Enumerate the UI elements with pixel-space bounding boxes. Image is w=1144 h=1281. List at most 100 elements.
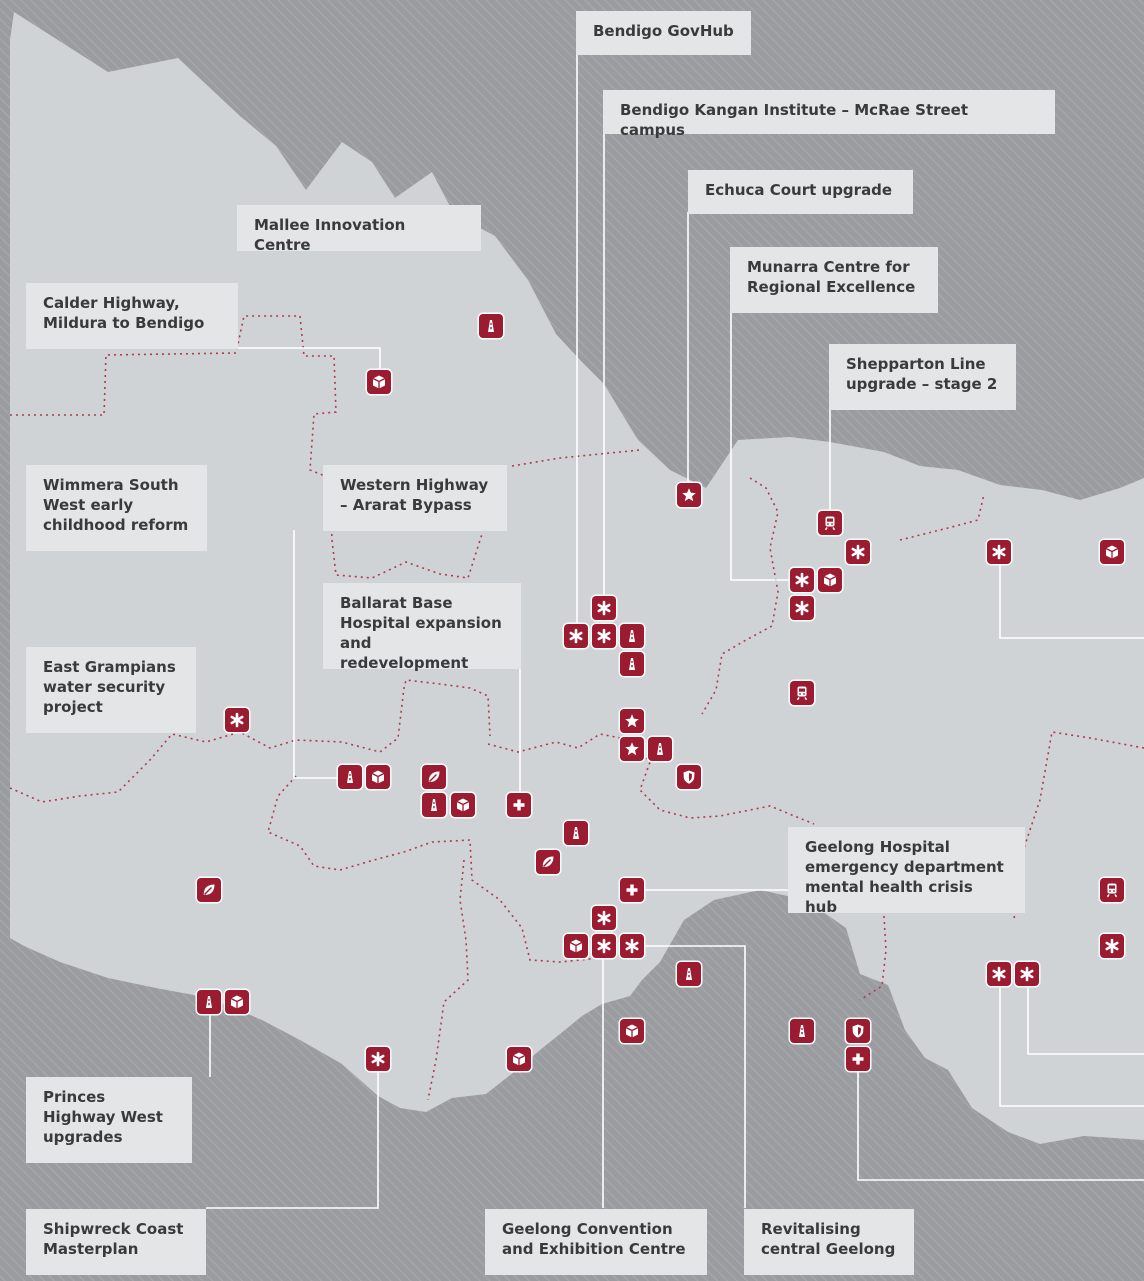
bay-water <box>646 932 822 1016</box>
road-icon <box>629 630 635 642</box>
package-icon <box>823 573 837 587</box>
project-marker-asterisk[interactable] <box>592 624 616 648</box>
plus-icon <box>852 1053 864 1065</box>
package-icon <box>512 1052 526 1066</box>
asterisk-icon <box>795 572 809 588</box>
project-marker-road[interactable] <box>422 793 446 817</box>
project-marker-plus[interactable] <box>846 1047 870 1071</box>
project-marker-asterisk[interactable] <box>790 596 814 620</box>
project-marker-road[interactable] <box>479 314 503 338</box>
shield-icon <box>683 770 695 784</box>
road-icon <box>431 799 437 811</box>
label-grampians: East Grampians water security project <box>26 647 196 733</box>
project-marker-package[interactable] <box>1100 540 1124 564</box>
package-icon <box>569 939 583 953</box>
road-icon <box>573 827 579 839</box>
leaf-icon <box>542 856 554 868</box>
leaf-icon <box>203 884 215 896</box>
package-icon <box>372 375 386 389</box>
project-marker-leaf[interactable] <box>197 878 221 902</box>
star-icon <box>625 742 639 756</box>
project-marker-road[interactable] <box>620 624 644 648</box>
package-icon <box>1105 545 1119 559</box>
project-marker-asterisk[interactable] <box>592 934 616 958</box>
project-marker-star[interactable] <box>620 737 644 761</box>
project-marker-star[interactable] <box>620 709 644 733</box>
label-western-hwy: Western Highway – Ararat Bypass <box>323 465 507 531</box>
package-icon <box>371 770 385 784</box>
label-calder: Calder Highway, Mildura to Bendigo <box>26 283 238 349</box>
project-marker-train[interactable] <box>818 511 842 535</box>
label-mallee: Mallee Innovation Centre <box>237 205 481 254</box>
asterisk-icon <box>1105 938 1119 954</box>
project-marker-asterisk[interactable] <box>592 906 616 930</box>
project-marker-package[interactable] <box>564 934 588 958</box>
label-revitalising: Revitalising central Geelong <box>744 1209 914 1275</box>
label-geelong-hospital: Geelong Hospital emergency department me… <box>788 827 1025 916</box>
asterisk-icon <box>1020 966 1034 982</box>
project-marker-plus[interactable] <box>620 878 644 902</box>
project-marker-asterisk[interactable] <box>592 596 616 620</box>
coast-inlet <box>860 1120 1144 1281</box>
project-marker-plus[interactable] <box>507 793 531 817</box>
road-icon <box>629 658 635 670</box>
asterisk-icon <box>992 544 1006 560</box>
project-marker-shield[interactable] <box>846 1019 870 1043</box>
project-marker-asterisk[interactable] <box>366 1047 390 1071</box>
package-icon <box>230 995 244 1009</box>
plus-icon <box>513 799 525 811</box>
project-marker-asterisk[interactable] <box>1015 962 1039 986</box>
road-icon <box>206 996 212 1008</box>
road-icon <box>347 771 353 783</box>
project-marker-road[interactable] <box>197 990 221 1014</box>
project-marker-package[interactable] <box>451 793 475 817</box>
project-marker-package[interactable] <box>367 370 391 394</box>
project-marker-road[interactable] <box>564 821 588 845</box>
project-marker-asterisk[interactable] <box>620 934 644 958</box>
road-icon <box>799 1025 805 1037</box>
project-marker-asterisk[interactable] <box>225 708 249 732</box>
asterisk-icon <box>625 938 639 954</box>
project-marker-road[interactable] <box>648 737 672 761</box>
project-marker-star[interactable] <box>677 483 701 507</box>
project-marker-road[interactable] <box>338 765 362 789</box>
project-marker-leaf[interactable] <box>536 850 560 874</box>
project-marker-package[interactable] <box>620 1019 644 1043</box>
asterisk-icon <box>597 938 611 954</box>
project-marker-package[interactable] <box>507 1047 531 1071</box>
star-icon <box>625 714 639 728</box>
road-icon <box>657 743 663 755</box>
label-bendigo-govhub: Bendigo GovHub <box>576 11 751 55</box>
project-marker-asterisk[interactable] <box>987 962 1011 986</box>
project-marker-package[interactable] <box>366 765 390 789</box>
project-marker-package[interactable] <box>818 568 842 592</box>
label-munarra: Munarra Centre for Regional Excellence <box>730 247 938 313</box>
train-icon <box>1106 883 1118 898</box>
label-shipwreck: Shipwreck Coast Masterplan <box>26 1209 206 1275</box>
project-marker-road[interactable] <box>790 1019 814 1043</box>
project-marker-asterisk[interactable] <box>987 540 1011 564</box>
project-marker-package[interactable] <box>225 990 249 1014</box>
project-marker-road[interactable] <box>620 652 644 676</box>
project-marker-asterisk[interactable] <box>564 624 588 648</box>
asterisk-icon <box>569 628 583 644</box>
asterisk-icon <box>795 600 809 616</box>
train-icon <box>796 686 808 701</box>
project-marker-train[interactable] <box>1100 878 1124 902</box>
label-shepparton: Shepparton Line upgrade – stage 2 <box>829 344 1016 410</box>
project-marker-train[interactable] <box>790 681 814 705</box>
project-marker-leaf[interactable] <box>422 765 446 789</box>
project-marker-shield[interactable] <box>677 765 701 789</box>
asterisk-icon <box>597 628 611 644</box>
plus-icon <box>626 884 638 896</box>
leaf-icon <box>428 771 440 783</box>
label-wimmera: Wimmera South West early childhood refor… <box>26 465 207 551</box>
leader-lines <box>206 54 1144 1209</box>
project-marker-asterisk[interactable] <box>790 568 814 592</box>
project-marker-road[interactable] <box>677 962 701 986</box>
project-marker-asterisk[interactable] <box>846 540 870 564</box>
label-geelong-convention: Geelong Convention and Exhibition Centre <box>485 1209 707 1275</box>
asterisk-icon <box>597 600 611 616</box>
asterisk-icon <box>597 910 611 926</box>
project-marker-asterisk[interactable] <box>1100 934 1124 958</box>
